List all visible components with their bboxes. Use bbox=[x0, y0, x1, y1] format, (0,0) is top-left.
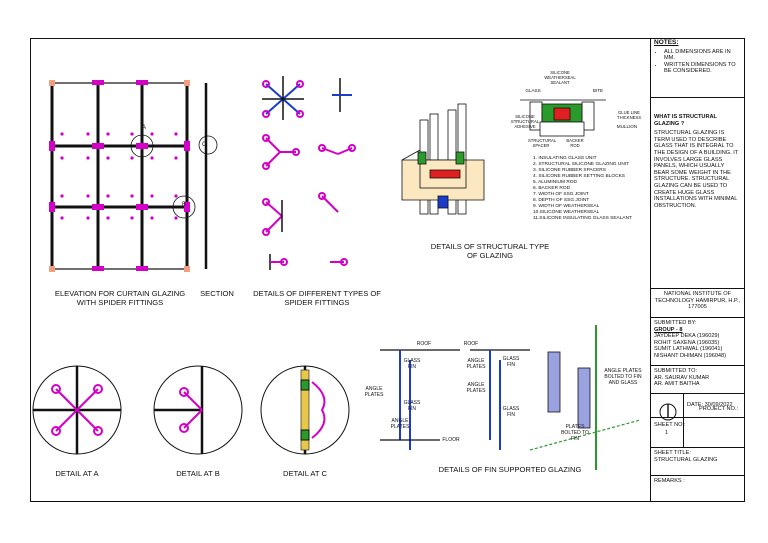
detail-c-drawing bbox=[260, 365, 350, 455]
legend-item: 9. WIDTH OF WEATHERSEAL bbox=[533, 204, 600, 209]
legend-item: 1. INSULATING GLASS UNIT bbox=[533, 156, 597, 161]
callout-mullion: MULLION bbox=[616, 124, 638, 129]
note-item: ALL DIMENSIONS ARE IN MM. bbox=[664, 49, 741, 62]
notes-heading: NOTES: bbox=[654, 39, 679, 46]
legend-item: 8. DEPTH OF SSG JOINT bbox=[533, 198, 590, 203]
caption-detail-c: DETAIL AT C bbox=[282, 469, 328, 478]
sheet-title: STRUCTURAL GLAZING bbox=[654, 456, 718, 463]
sheet-no: 1 bbox=[665, 430, 669, 436]
fin-label-glass-fin-2: GLASS FIN bbox=[403, 400, 421, 412]
sheet-title-cell: SHEET TITLE: STRUCTURAL GLAZING bbox=[651, 448, 744, 476]
member: SUMIT LATHWAL (196041) bbox=[654, 346, 723, 353]
section-drawing bbox=[198, 83, 218, 269]
member: ROHIT SAXENA (196035) bbox=[654, 339, 720, 346]
callout-bite: BITE bbox=[592, 88, 604, 93]
legend-item: 11.SILICONE INSULATING GLASS SEALANT bbox=[533, 216, 632, 221]
elevation-drawing bbox=[50, 82, 196, 270]
fin-label-floor: FLOOR bbox=[442, 437, 460, 443]
caption-section: SECTION bbox=[200, 289, 234, 298]
what-body: STRUCTURAL GLAZING IS TERM USED TO DESCR… bbox=[654, 130, 739, 209]
spider-fittings-drawings bbox=[262, 76, 356, 270]
structural-glazing-3d bbox=[401, 103, 485, 215]
date-row: DATE: 30/09/2022 bbox=[651, 394, 744, 418]
divider bbox=[683, 394, 684, 418]
fin-label-angle-plates-4: ANGLE PLATES bbox=[466, 382, 486, 394]
group-label: GROUP - 8 bbox=[654, 326, 683, 333]
legend-item: 2. STRUCTURAL SILICONE GLAZING UNIT bbox=[533, 162, 630, 167]
fin-label-glass-fin-3: GLASS FIN bbox=[502, 356, 520, 368]
callout-structural-spacer: STRUCTURAL SPACER bbox=[528, 138, 557, 148]
note-item: WRITTEN DIMENSIONS TO BE CONSIDERED. bbox=[664, 62, 741, 75]
legend-item: 10.SILICONE WEATHERSEAL bbox=[533, 210, 600, 215]
submitted-to-label: SUBMITTED TO: bbox=[654, 368, 697, 374]
remarks-cell: REMARKS : bbox=[651, 476, 744, 500]
submitted-by-label: SUBMITTED BY: bbox=[654, 320, 697, 326]
structural-section-detail bbox=[520, 99, 606, 137]
caption-elevation: ELEVATION FOR CURTAIN GLAZING WITH SPIDE… bbox=[54, 289, 186, 307]
legend-item: 6. BACKER ROD bbox=[533, 186, 571, 191]
detail-b-drawing bbox=[153, 365, 243, 455]
callout-structural-adhesive: SILICONE STRUCTURAL ADHESIVE bbox=[510, 114, 540, 129]
caption-fin: DETAILS OF FIN SUPPORTED GLAZING bbox=[438, 465, 582, 474]
project-no: PROJECT NO.: bbox=[699, 406, 739, 412]
sheet-row: SHEET NO.: 1 PROJECT NO.: bbox=[651, 406, 744, 448]
legend-item: 3. SILICONE RUBBER SPACERS bbox=[533, 168, 606, 173]
submitted-to-cell: SUBMITTED TO: AR. SAURAV KUMAR AR. AMIT … bbox=[651, 366, 744, 394]
caption-detail-b: DETAIL AT B bbox=[176, 469, 220, 478]
callout-glue-line: GLUE LINE THICKNESS bbox=[617, 110, 641, 120]
institute-name: NATIONAL INSTITUTE OF TECHNOLOGY HAMIRPU… bbox=[654, 291, 741, 311]
fin-label-plates-bolted: PLATES BOLTED TO FIN bbox=[561, 424, 589, 442]
callout-backer-rod: BACKER ROD bbox=[566, 138, 584, 148]
callout-weatherseal: SILICONE WEATHERSEAL SEALANT bbox=[544, 70, 576, 85]
sheet-no-label: SHEET NO.: bbox=[654, 422, 686, 428]
mark-b: B bbox=[182, 202, 187, 208]
fin-glazing-drawings bbox=[380, 325, 641, 470]
institute-cell: NATIONAL INSTITUTE OF TECHNOLOGY HAMIRPU… bbox=[651, 288, 744, 318]
date-text: DATE: 30/09/2022 bbox=[687, 402, 733, 408]
faculty: AR. SAURAV KUMAR bbox=[654, 374, 710, 381]
fin-label-roof: ROOF bbox=[416, 341, 432, 347]
elevation-corner-blocks bbox=[49, 80, 190, 272]
fin-label-angle-plates: ANGLE PLATES bbox=[364, 386, 384, 398]
sheet-title-label: SHEET TITLE: bbox=[654, 450, 691, 456]
remarks-label: REMARKS : bbox=[654, 478, 685, 484]
fin-label-roof-2: ROOF bbox=[463, 341, 479, 347]
caption-detail-a: DETAIL AT A bbox=[55, 469, 99, 478]
fin-label-glass-fin-4: GLASS FIN bbox=[502, 406, 520, 418]
legend-item: 5. ALUMINIUM ROD bbox=[533, 180, 577, 185]
what-section: WHAT IS STRUCTURAL GLAZING ? STRUCTURAL … bbox=[651, 98, 744, 326]
notes-section: NOTES: ALL DIMENSIONS ARE IN MM. WRITTEN… bbox=[651, 38, 744, 98]
legend-item: 7. WIDTH OF SSG JOINT bbox=[533, 192, 589, 197]
elevation-spider-fittings bbox=[49, 80, 190, 271]
mark-a: A bbox=[142, 125, 147, 131]
structural-legend: 1. INSULATING GLASS UNIT 2. STRUCTURAL S… bbox=[533, 156, 648, 222]
faculty: AR. AMIT BAITHA bbox=[654, 381, 700, 388]
submitted-by-cell: SUBMITTED BY: GROUP - 8 JAYDEEP DEKA (19… bbox=[651, 318, 744, 366]
mark-c: C bbox=[202, 142, 207, 148]
fin-label-angle-plates-3: ANGLE PLATES bbox=[466, 358, 486, 370]
legend-item: 4. SILICONE RUBBER SETTING BLOCKS bbox=[533, 174, 625, 179]
member: JAYDEEP DEKA (196029) bbox=[654, 333, 720, 340]
what-heading: WHAT IS STRUCTURAL GLAZING ? bbox=[654, 114, 717, 127]
drawing-sheet-border bbox=[30, 38, 745, 502]
caption-structural: DETAILS OF STRUCTURAL TYPE OF GLAZING bbox=[430, 242, 550, 260]
callout-glass: GLASS bbox=[525, 88, 541, 93]
fin-label-angle-plates-bolted: ANGLE PLATES BOLTED TO FIN AND GLASS bbox=[604, 368, 642, 386]
detail-a-drawing bbox=[32, 365, 122, 455]
fin-label-angle-plates-2: ANGLE PLATES bbox=[390, 418, 410, 430]
member: NISHANT DHIMAN (196048) bbox=[654, 352, 727, 359]
north-compass-icon bbox=[659, 403, 677, 421]
divider bbox=[683, 418, 684, 448]
caption-spider-types: DETAILS OF DIFFERENT TYPES OF SPIDER FIT… bbox=[253, 289, 381, 307]
title-block: NOTES: ALL DIMENSIONS ARE IN MM. WRITTEN… bbox=[650, 38, 745, 502]
fin-label-glass-fin: GLASS FIN bbox=[403, 358, 421, 370]
